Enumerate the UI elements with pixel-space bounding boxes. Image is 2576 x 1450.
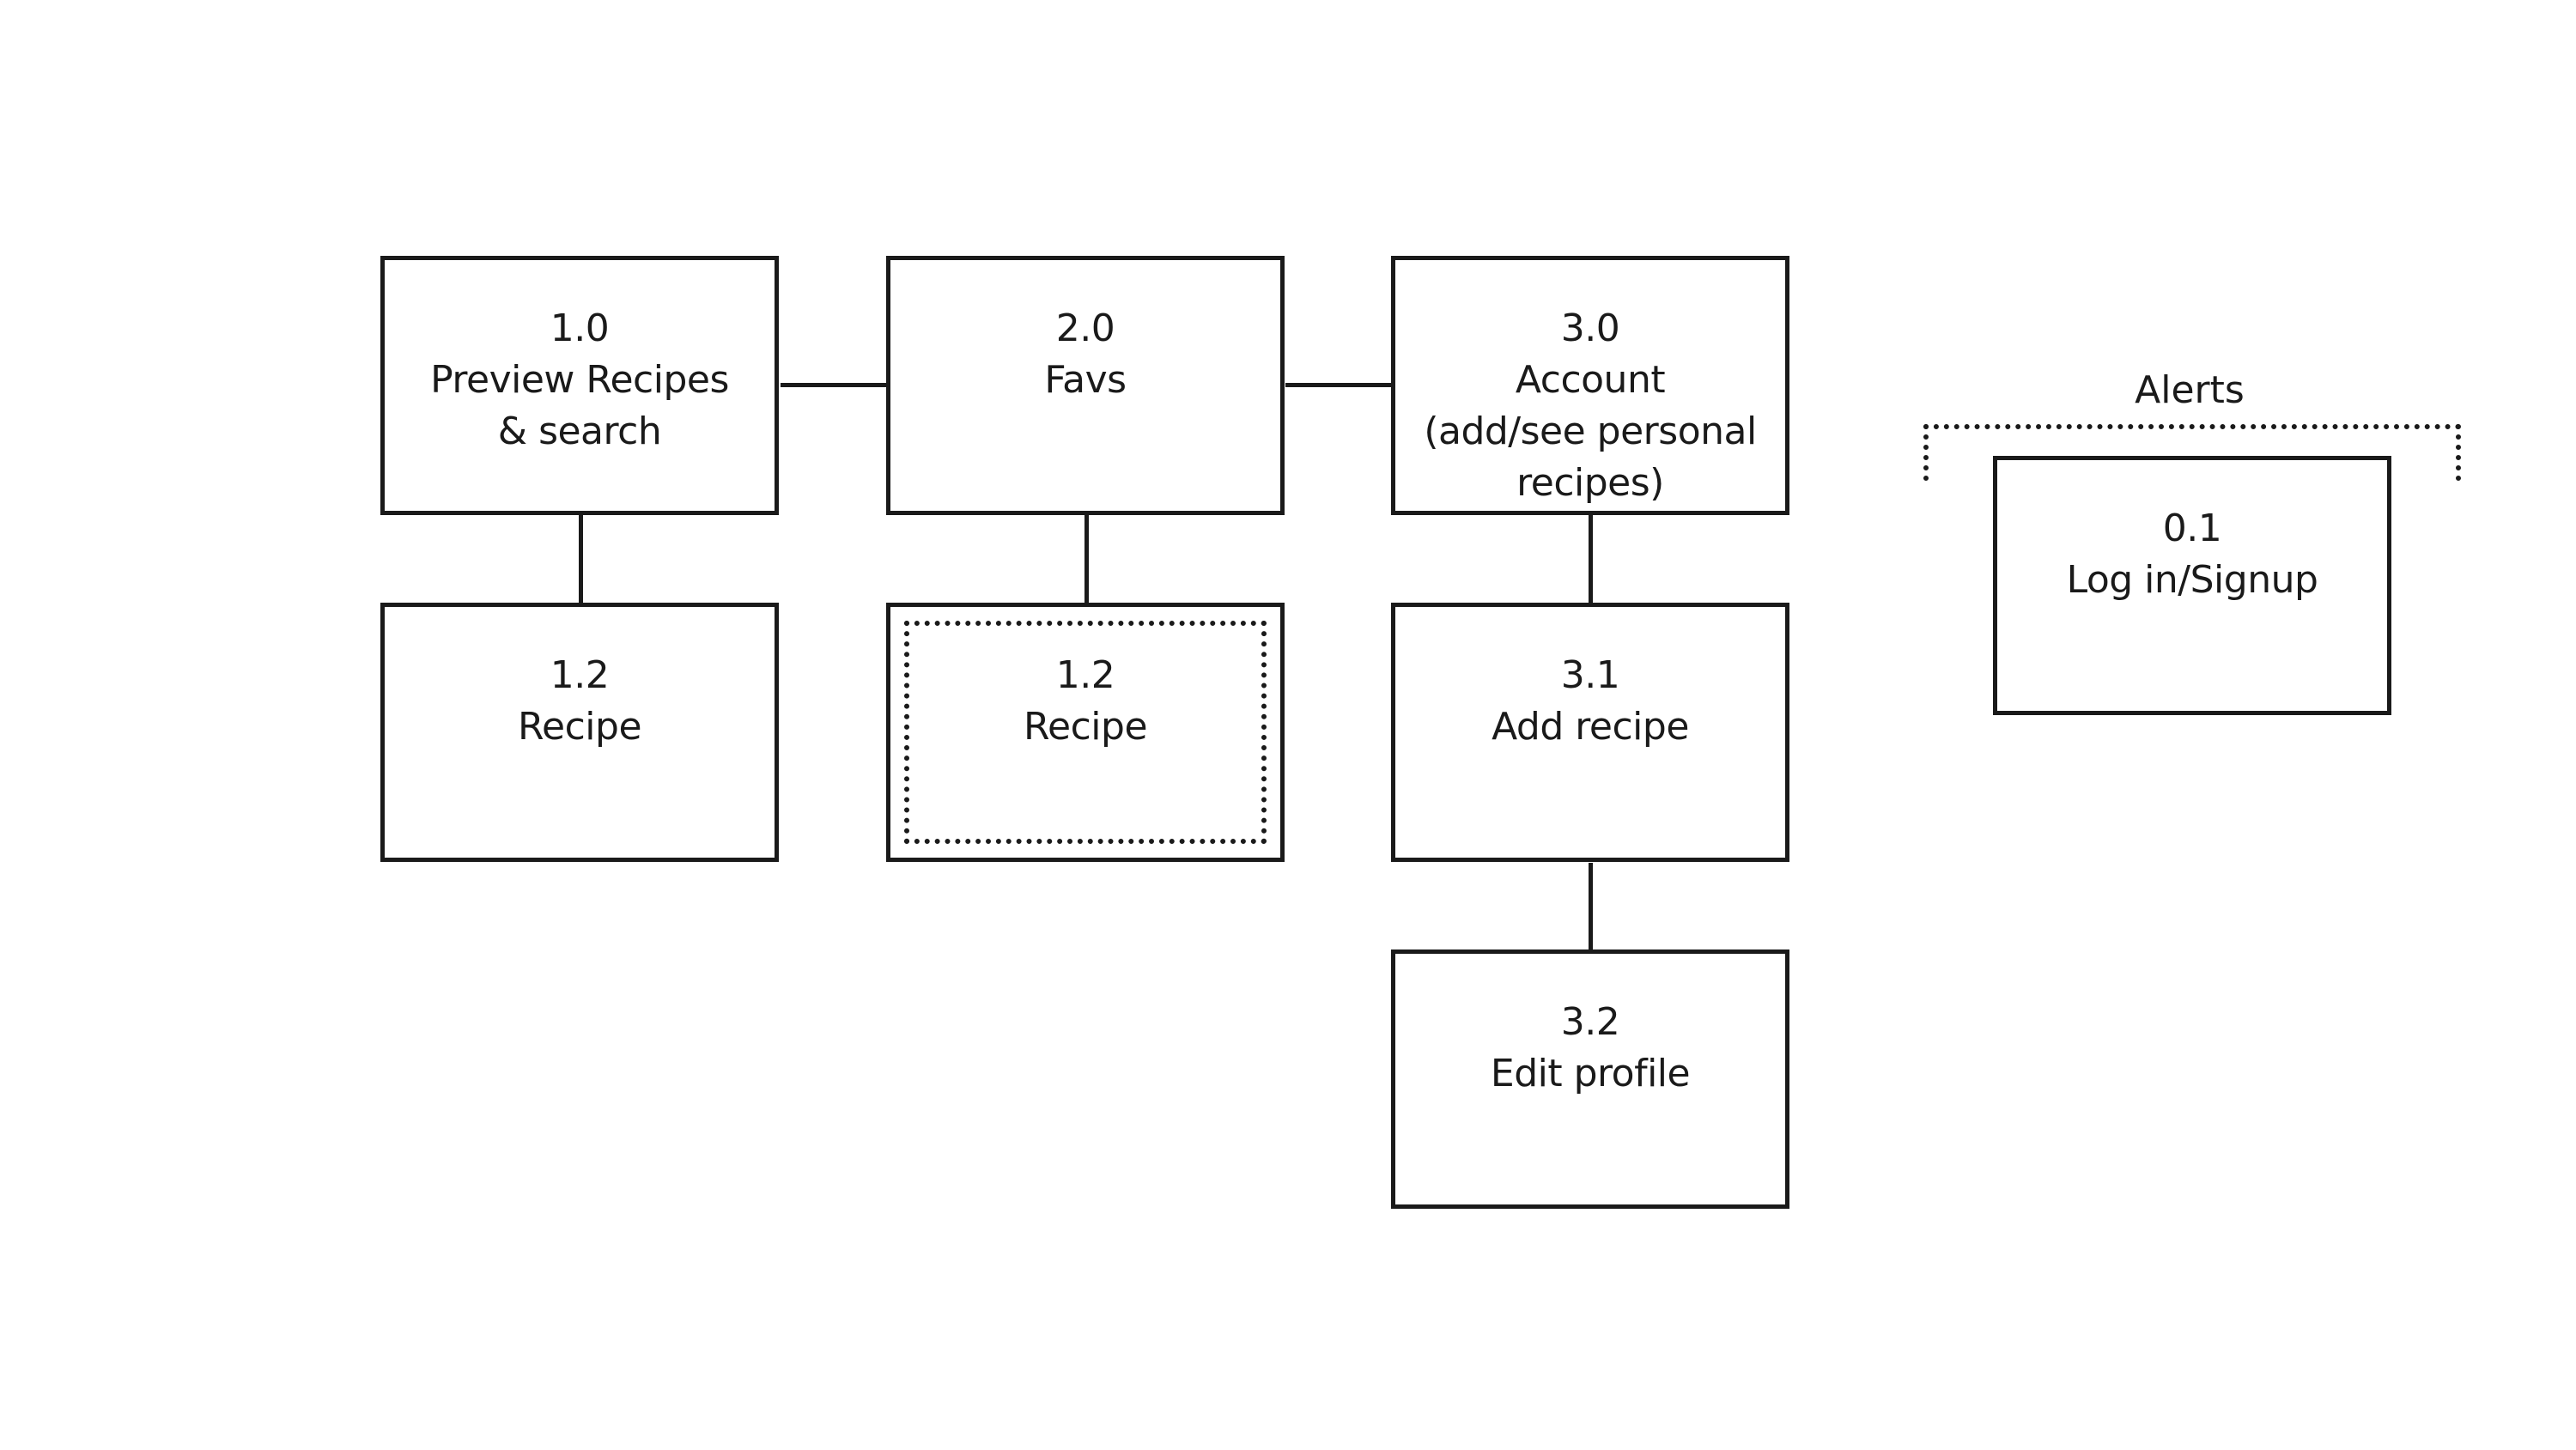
connector-2.0-3.0 — [1285, 383, 1395, 387]
node-label: 0.1 Log in/Signup — [1997, 503, 2387, 606]
connector-2.0-1.2 — [1084, 515, 1089, 606]
node-label: 1.2 Recipe — [385, 650, 775, 753]
node-0.1-log-in-signup: 0.1 Log in/Signup — [1993, 456, 2391, 715]
node-label: 3.0 Account (add/see personal recipes) — [1395, 303, 1785, 509]
node-title: Recipe — [517, 705, 642, 749]
node-number: 1.2 — [550, 653, 610, 697]
node-1.2-recipe-shared: 1.2 Recipe — [886, 603, 1285, 862]
node-number: 2.0 — [1055, 306, 1115, 350]
node-label: 1.2 Recipe — [890, 650, 1280, 753]
node-number: 3.2 — [1560, 1000, 1620, 1044]
node-title: Add recipe — [1492, 705, 1689, 749]
shared-page-dotted-border — [904, 621, 1267, 844]
connector-1.0-1.2 — [579, 515, 583, 606]
node-3.1-add-recipe: 3.1 Add recipe — [1391, 603, 1789, 862]
node-title: Log in/Signup — [2066, 558, 2318, 602]
node-subtitle-2: recipes) — [1516, 461, 1664, 505]
connector-3.0-3.1 — [1589, 515, 1593, 606]
node-number: 3.1 — [1560, 653, 1620, 697]
node-3.2-edit-profile: 3.2 Edit profile — [1391, 949, 1789, 1209]
node-label: 3.2 Edit profile — [1395, 997, 1785, 1100]
connector-3.1-3.2 — [1589, 863, 1593, 954]
node-3.0-account: 3.0 Account (add/see personal recipes) — [1391, 256, 1789, 515]
node-title: Recipe — [1023, 705, 1148, 749]
node-title: Preview Recipes — [430, 358, 729, 402]
node-2.0-favs: 2.0 Favs — [886, 256, 1285, 515]
node-number: 0.1 — [2162, 507, 2222, 550]
node-title: Edit profile — [1490, 1052, 1691, 1095]
node-label: 2.0 Favs — [890, 303, 1280, 406]
node-label: 3.1 Add recipe — [1395, 650, 1785, 753]
node-1.0-preview-recipes: 1.0 Preview Recipes & search — [380, 256, 779, 515]
node-subtitle: (add/see personal — [1424, 410, 1757, 453]
node-subtitle: & search — [497, 410, 662, 453]
connector-1.0-2.0 — [781, 383, 890, 387]
node-number: 3.0 — [1560, 306, 1620, 350]
alerts-group-bracket — [1923, 424, 2461, 481]
node-title: Account — [1515, 358, 1666, 402]
node-title: Favs — [1044, 358, 1127, 402]
alerts-group-label: Alerts — [2135, 368, 2245, 412]
node-number: 1.2 — [1055, 653, 1115, 697]
node-1.2-recipe: 1.2 Recipe — [380, 603, 779, 862]
node-number: 1.0 — [550, 306, 610, 350]
node-label: 1.0 Preview Recipes & search — [385, 303, 775, 458]
